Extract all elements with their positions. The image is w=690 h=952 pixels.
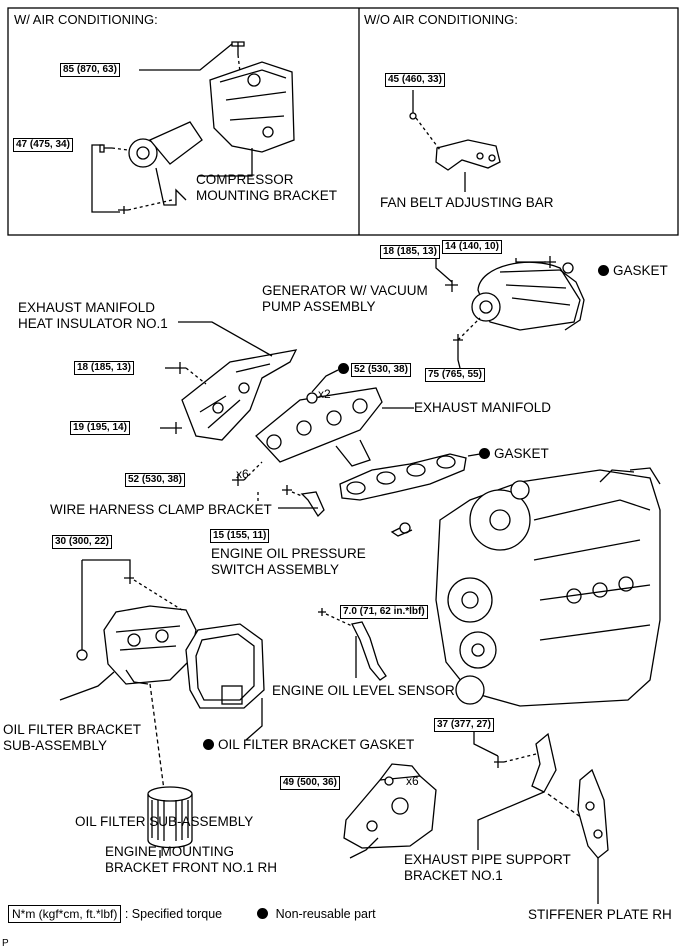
generator-drawing: [435, 256, 585, 369]
engine-block-drawing: [435, 467, 661, 707]
qty-x6-manifold: x6: [236, 467, 249, 481]
oil-filter-bracket-gasket-label: OIL FILTER BRACKET GASKET: [203, 737, 414, 753]
nonreusable-icon: [203, 739, 214, 750]
torque-52-manifold-nut: 52 (530, 38): [351, 363, 411, 377]
heat-insulator-drawing: [160, 321, 298, 441]
torque-30: 30 (300, 22): [52, 535, 112, 549]
torque-15: 15 (155, 11): [210, 529, 270, 543]
stiffener-plate-label: STIFFENER PLATE RH: [528, 907, 672, 922]
nonreusable-icon: [338, 363, 349, 374]
torque-47: 47 (475, 34): [13, 138, 73, 152]
engine-mounting-bracket-drawing: [343, 763, 437, 859]
exhaust-pipe-support-drawing: [473, 730, 583, 850]
torque-14: 14 (140, 10): [442, 240, 502, 254]
torque-75: 75 (765, 55): [425, 368, 485, 382]
oil-pressure-switch-drawing: [390, 522, 413, 537]
torque-49: 49 (500, 36): [280, 776, 340, 790]
ac-panel-frame: [7, 7, 679, 236]
without-ac-heading: W/O AIR CONDITIONING:: [364, 12, 518, 27]
oil-filter-label: OIL FILTER SUB-ASSEMBLY: [75, 814, 254, 829]
qty-x2: x2: [318, 387, 331, 401]
nonreusable-dot-manifold-nut: [338, 361, 353, 377]
compressor-bracket-drawing: [209, 41, 295, 153]
qty-x6-mount: x6: [406, 774, 419, 788]
torque-52-manifold-bolt: 52 (530, 38): [125, 473, 185, 487]
torque-18-generator: 18 (185, 13): [380, 245, 440, 259]
exhaust-manifold-drawing: [232, 369, 414, 486]
exhaust-gasket-drawing: [339, 453, 481, 501]
exhaust-manifold-label: EXHAUST MANIFOLD: [414, 400, 552, 415]
torque-37: 37 (377, 27): [434, 718, 494, 732]
torque-7: 7.0 (71, 62 in.*lbf): [340, 605, 428, 619]
oil-filter-bracket-gasket-drawing: [185, 623, 265, 741]
oil-level-sensor-drawing: [318, 608, 387, 681]
legend-nonreusable: Non-reusable part: [275, 907, 376, 921]
with-ac-heading: W/ AIR CONDITIONING:: [14, 12, 158, 27]
oil-level-sensor-label: ENGINE OIL LEVEL SENSOR: [272, 683, 455, 698]
gasket-label-manifold: GASKET: [479, 446, 549, 462]
stiffener-plate-drawing: [577, 768, 609, 904]
torque-18-insulator: 18 (185, 13): [74, 361, 134, 375]
fan-belt-bar-drawing: [409, 90, 501, 192]
torque-45: 45 (460, 33): [385, 73, 445, 87]
oil-filter-bracket-drawing: [59, 559, 197, 791]
legend-torque-desc: : Specified torque: [124, 907, 223, 921]
corner-code: P: [2, 938, 9, 949]
nonreusable-icon: [479, 448, 490, 459]
torque-19: 19 (195, 14): [70, 421, 130, 435]
legend-torque-box: N*m (kgf*cm, ft.*lbf): [8, 905, 122, 923]
idler-pulley-drawing: [99, 121, 203, 214]
gasket-label-generator: GASKET: [598, 263, 668, 279]
legend: N*m (kgf*cm, ft.*lbf) : Specified torque…: [8, 905, 376, 923]
nonreusable-icon: [257, 908, 269, 919]
nonreusable-icon: [598, 265, 609, 276]
torque-85: 85 (870, 63): [60, 63, 120, 77]
oil-filter-drawing: [147, 786, 193, 858]
wire-harness-label: WIRE HARNESS CLAMP BRACKET: [50, 502, 272, 517]
wire-harness-bracket-drawing: [257, 485, 325, 518]
fan-belt-bar-label: FAN BELT ADJUSTING BAR: [380, 195, 554, 210]
